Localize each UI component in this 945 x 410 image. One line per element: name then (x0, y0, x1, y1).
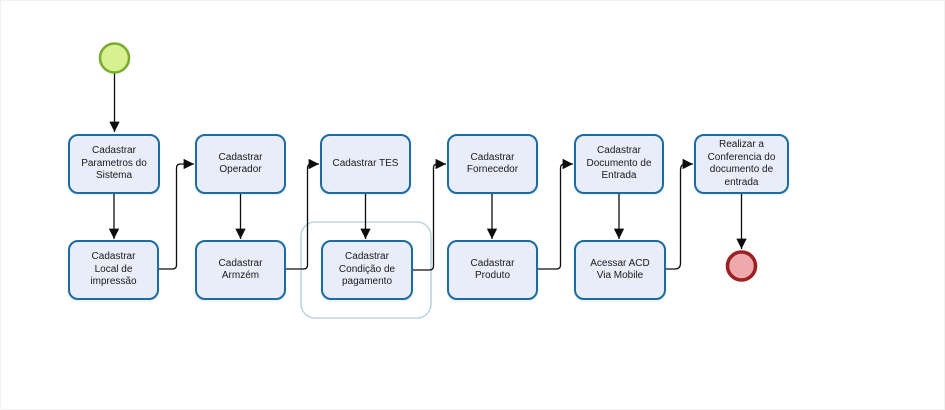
task-label: Cadastrar Operador (218, 151, 263, 176)
connector-acd-mobile-to-realizar-conferencia (666, 158, 693, 270)
task-acessar-acd-via-mobile[interactable]: Acessar ACD Via Mobile (574, 240, 666, 300)
task-cadastrar-parametros-do-sistema[interactable]: Cadastrar Parametros do Sistema (68, 134, 160, 194)
task-cadastrar-produto[interactable]: Cadastrar Produto (447, 240, 538, 300)
task-cadastrar-tes[interactable]: Cadastrar TES (320, 134, 411, 194)
task-label: Cadastrar Local de impressão (90, 251, 137, 288)
task-cadastrar-documento-de-entrada[interactable]: Cadastrar Documento de Entrada (574, 134, 664, 194)
task-label: Cadastrar Produto (470, 257, 515, 282)
task-label: Cadastrar Parametros do Sistema (81, 145, 147, 182)
connector-local-impressao-to-operador (159, 158, 194, 270)
connector-condicao-pagamento-to-fornecedor (413, 158, 446, 271)
task-cadastrar-operador[interactable]: Cadastrar Operador (195, 134, 286, 194)
task-label: Cadastrar Armzém (218, 257, 263, 282)
task-cadastrar-fornecedor[interactable]: Cadastrar Fornecedor (447, 134, 538, 194)
task-label: Acessar ACD Via Mobile (590, 257, 650, 282)
start-event[interactable] (98, 42, 131, 74)
task-label: Cadastrar Fornecedor (466, 151, 519, 176)
task-cadastrar-local-de-impressao[interactable]: Cadastrar Local de impressão (68, 240, 159, 300)
task-label: Cadastrar Documento de Entrada (586, 145, 652, 182)
task-label: Cadastrar TES (332, 157, 399, 169)
task-realizar-conferencia-documento-entrada[interactable]: Realizar a Conferencia do documento de e… (694, 134, 789, 194)
connector-armzem-to-tes (286, 158, 319, 270)
task-label: Cadastrar Condição de pagamento (338, 251, 396, 288)
task-cadastrar-condicao-de-pagamento[interactable]: Cadastrar Condição de pagamento (321, 240, 413, 300)
connector-produto-to-documento-entrada (538, 158, 573, 270)
task-label: Realizar a Conferencia do documento de e… (707, 139, 776, 188)
task-cadastrar-armzem[interactable]: Cadastrar Armzém (195, 240, 286, 300)
end-event[interactable] (725, 250, 758, 282)
